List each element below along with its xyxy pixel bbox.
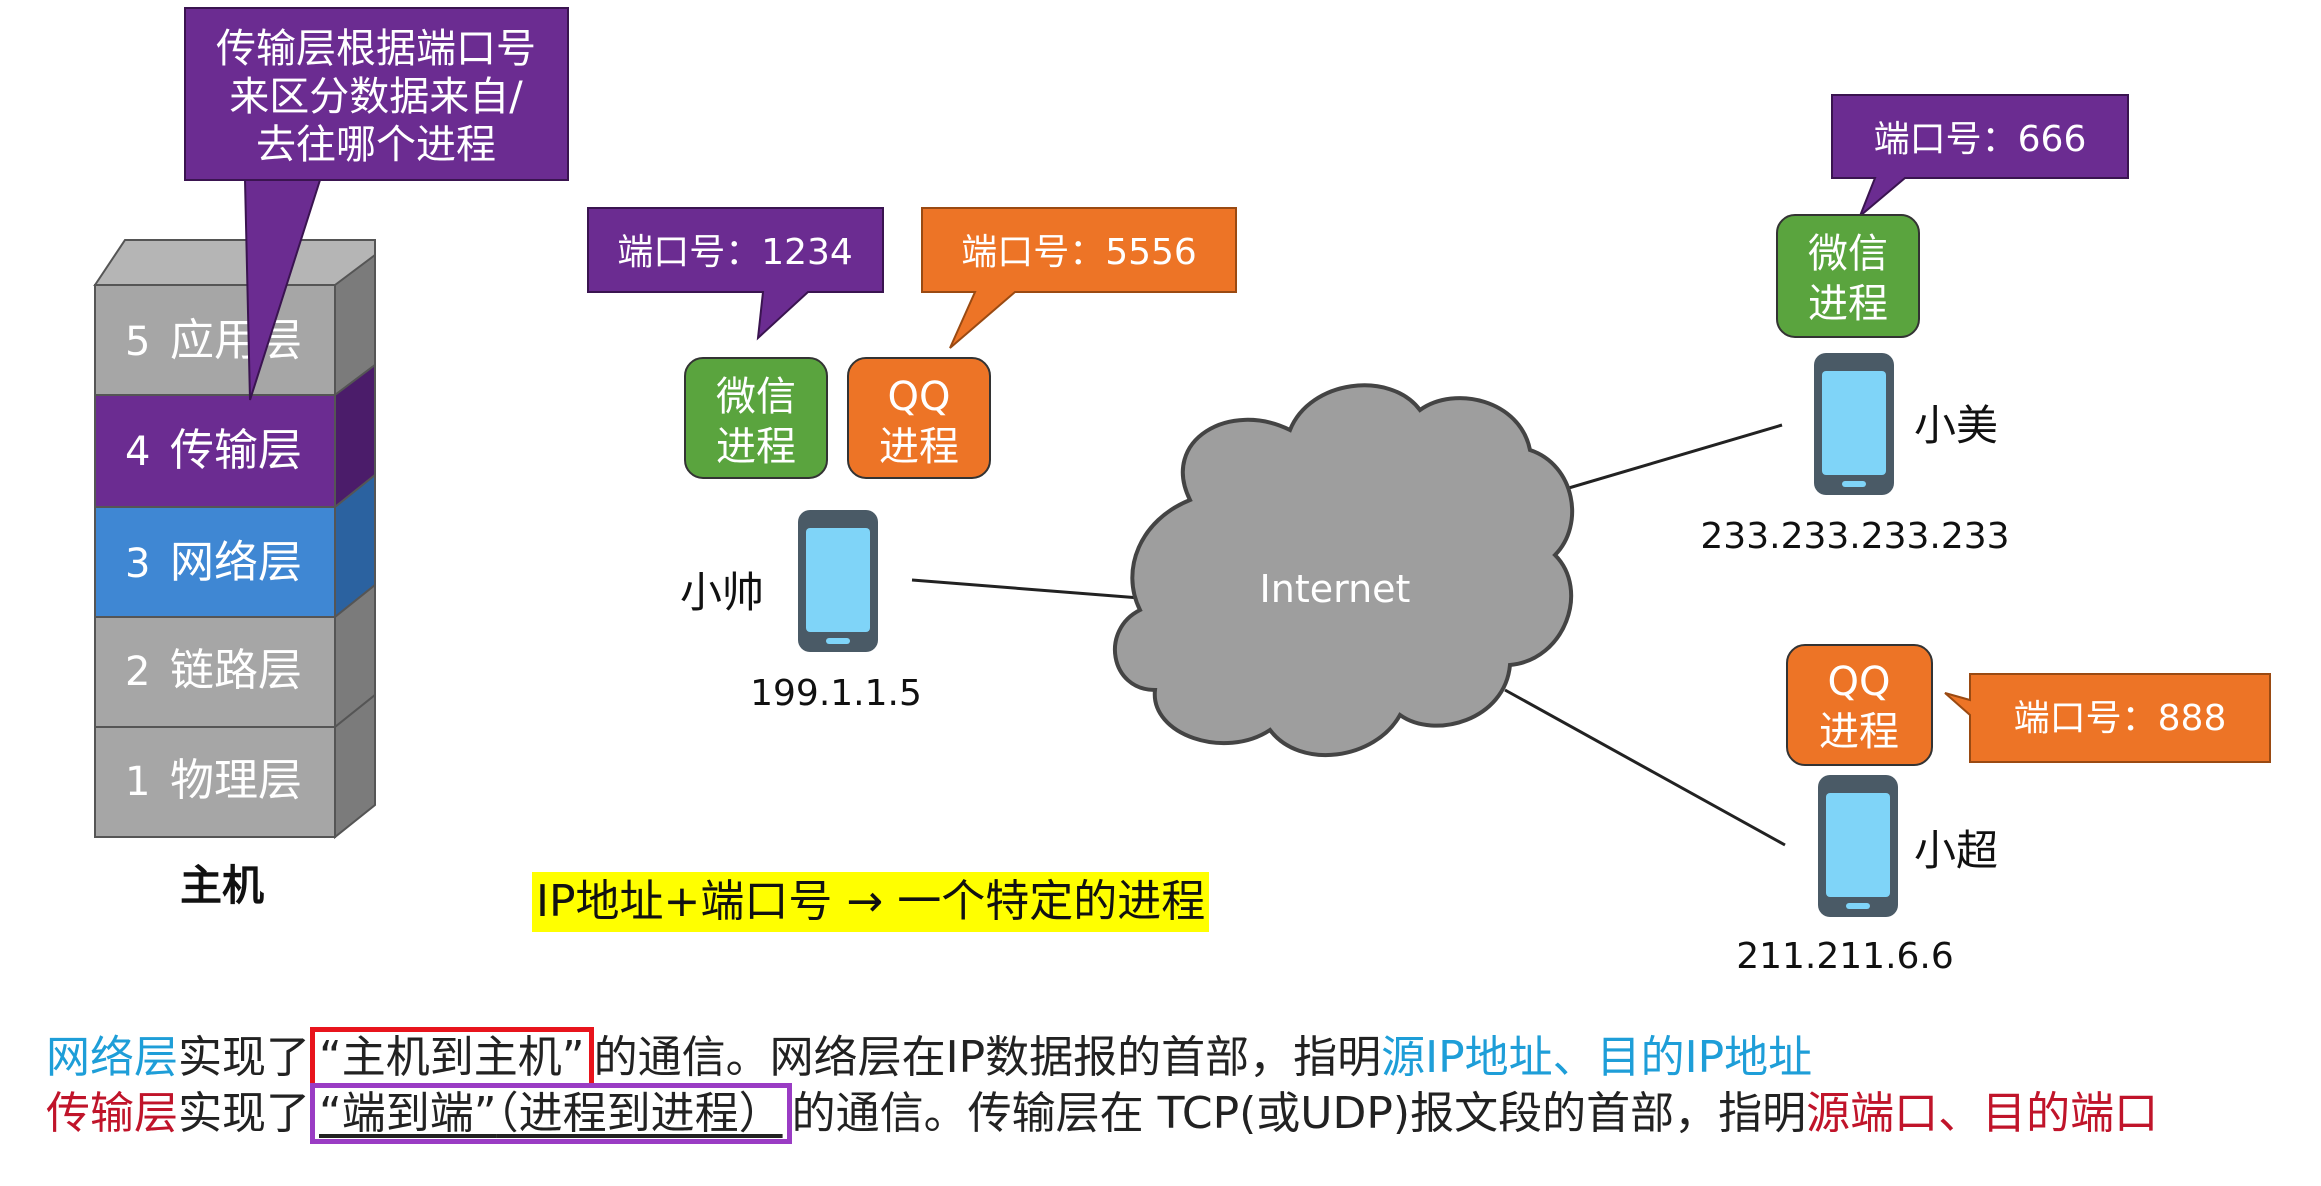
wechat-process: 微信 进程: [684, 357, 828, 479]
layer-1-num: 1: [125, 759, 150, 805]
caption-text: 实现了: [178, 1032, 310, 1083]
wechat-process: 微信 进程: [1776, 214, 1920, 338]
callout-line-2: 来区分数据来自/: [229, 74, 523, 120]
layer-3: 3 网络层: [94, 472, 376, 620]
caption-keyword: 源端口、目的端口: [1806, 1088, 2159, 1139]
port-callout-5556: 端口号：5556: [921, 207, 1237, 349]
layer-1-name: 物理层: [170, 755, 302, 806]
caption-text: 实现了: [178, 1088, 310, 1139]
layer-4: 4 传输层: [94, 363, 376, 510]
svg-text:进程: 进程: [1808, 281, 1888, 327]
port-label: 端口号：1234: [617, 232, 853, 273]
device-name: 小帅: [680, 568, 764, 617]
device-name: 小超: [1914, 826, 1998, 875]
caption-network-layer: 网络层实现了“主机到主机”的通信。网络层在IP数据报的首部，指明源IP地址、目的…: [46, 1027, 1813, 1088]
svg-text:微信: 微信: [716, 374, 796, 420]
protocol-stack: 5 应用层 4 传输层 3 网络层 2 链路层 1 物理层 主机: [93, 239, 376, 910]
svg-text:微信: 微信: [1808, 231, 1888, 277]
layer-4-name: 传输层: [170, 425, 302, 476]
phone-icon: [1814, 353, 1894, 495]
device-ip: 211.211.6.6: [1736, 936, 1954, 977]
caption-keyword: 网络层: [46, 1032, 178, 1083]
qq-process: QQ 进程: [847, 357, 991, 479]
layer-2-num: 2: [125, 649, 150, 695]
port-callout-888: 端口号：888: [1944, 673, 2271, 763]
svg-text:进程: 进程: [1819, 709, 1899, 755]
phone-icon: [798, 510, 878, 652]
internet-cloud: Internet: [1113, 383, 1575, 758]
device-ip: 199.1.1.5: [750, 673, 922, 714]
cloud-label: Internet: [1260, 567, 1411, 611]
layer-3-name: 网络层: [170, 537, 302, 588]
layer-5-name: 应用层: [170, 315, 302, 366]
layer-5: 5 应用层: [94, 253, 376, 397]
device-name: 小美: [1914, 401, 1998, 450]
caption-keyword: 源IP地址、目的IP地址: [1381, 1032, 1813, 1083]
svg-text:QQ: QQ: [1828, 659, 1891, 705]
device-xiaochao: QQ 进程 端口号：888 小超 211.211.6.6: [1736, 644, 2271, 977]
host-to-host-highlight: “主机到主机”: [310, 1027, 594, 1088]
layer-1: 1 物理层: [94, 692, 376, 840]
transport-callout: 传输层根据端口号 来区分数据来自/ 去往哪个进程: [184, 7, 569, 401]
layer-3-num: 3: [125, 541, 150, 587]
qq-process: QQ 进程: [1786, 644, 1933, 766]
process-to-process-text: （进程到进程）: [496, 1088, 783, 1139]
host-label: 主机: [180, 861, 264, 910]
port-callout-666: 端口号：666: [1831, 94, 2129, 217]
svg-text:进程: 进程: [879, 424, 959, 470]
end-to-end-text: “端到端”: [319, 1088, 497, 1139]
svg-text:进程: 进程: [716, 424, 796, 470]
port-label: 端口号：888: [2014, 698, 2227, 739]
callout-line-3: 去往哪个进程: [256, 122, 496, 168]
links: [911, 423, 1786, 847]
svg-text:QQ: QQ: [888, 374, 951, 420]
device-xiaomei: 端口号：666 微信 进程 小美 233.233.233.233: [1700, 94, 2129, 557]
caption-text: 的通信。传输层在 TCP(或UDP)报文段的首部，指明: [791, 1088, 1807, 1139]
caption-text: 的通信。网络层在IP数据报的首部，指明: [593, 1032, 1382, 1083]
device-ip: 233.233.233.233: [1700, 516, 2009, 557]
end-to-end-highlight: “端到端”（进程到进程）: [310, 1083, 792, 1144]
layer-2-name: 链路层: [170, 645, 302, 696]
caption-keyword: 传输层: [46, 1088, 178, 1139]
port-callout-1234: 端口号：1234: [587, 207, 884, 341]
layer-2: 2 链路层: [94, 582, 376, 730]
port-label: 端口号：666: [1874, 119, 2087, 160]
phone-icon: [1818, 775, 1898, 917]
layer-4-num: 4: [125, 429, 150, 475]
caption-transport-layer: 传输层实现了“端到端”（进程到进程）的通信。传输层在 TCP(或UDP)报文段的…: [46, 1083, 2159, 1144]
callout-line-1: 传输层根据端口号: [216, 26, 536, 72]
layer-5-num: 5: [125, 319, 150, 365]
port-label: 端口号：5556: [961, 232, 1197, 273]
device-xiaoshuai: 端口号：1234 端口号：5556 微信 进程 QQ 进程 小帅 199.1.1…: [587, 207, 1237, 714]
ip-port-formula: IP地址+端口号 → 一个特定的进程: [532, 872, 1210, 932]
